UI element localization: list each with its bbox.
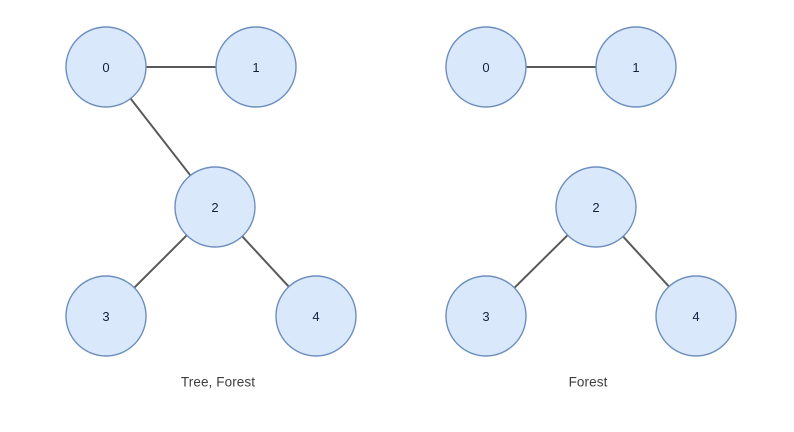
graph-node[interactable]: 0 (65, 26, 147, 108)
node-label: 1 (632, 60, 639, 75)
graph-edge (622, 235, 670, 288)
node-label: 0 (102, 60, 109, 75)
node-circle[interactable] (445, 26, 527, 108)
graph-node[interactable]: 1 (215, 26, 297, 108)
graph-edge (129, 97, 192, 177)
graph-edge (241, 235, 290, 288)
right-graph-nodes: 0 1 2 3 4 (445, 26, 737, 357)
node-label: 0 (482, 60, 489, 75)
node-label: 3 (102, 309, 109, 324)
node-circle[interactable] (445, 275, 527, 357)
graph-edge (513, 234, 569, 289)
node-label: 3 (482, 309, 489, 324)
node-label: 4 (692, 309, 699, 324)
node-circle[interactable] (595, 26, 677, 108)
node-label: 2 (211, 200, 218, 215)
graph-node[interactable]: 4 (655, 275, 737, 357)
node-circle[interactable] (215, 26, 297, 108)
node-circle[interactable] (65, 26, 147, 108)
right-graph-edges (513, 66, 670, 289)
node-circle[interactable] (174, 166, 256, 248)
node-circle[interactable] (655, 275, 737, 357)
graph-edge (133, 234, 188, 289)
graph-node[interactable]: 3 (65, 275, 147, 357)
node-label: 2 (592, 200, 599, 215)
graph-node[interactable]: 2 (555, 166, 637, 248)
node-circle[interactable] (555, 166, 637, 248)
graph-node[interactable]: 0 (445, 26, 527, 108)
left-graph-edges (129, 66, 290, 289)
node-label: 1 (252, 60, 259, 75)
graph-node[interactable]: 3 (445, 275, 527, 357)
graph-node[interactable]: 2 (174, 166, 256, 248)
node-label: 4 (312, 309, 319, 324)
left-graph-nodes: 0 1 2 3 4 (65, 26, 357, 357)
right-graph-caption: Forest (568, 374, 608, 390)
graph-node[interactable]: 1 (595, 26, 677, 108)
node-circle[interactable] (275, 275, 357, 357)
node-circle[interactable] (65, 275, 147, 357)
graph-node[interactable]: 4 (275, 275, 357, 357)
left-graph-caption: Tree, Forest (180, 374, 256, 390)
